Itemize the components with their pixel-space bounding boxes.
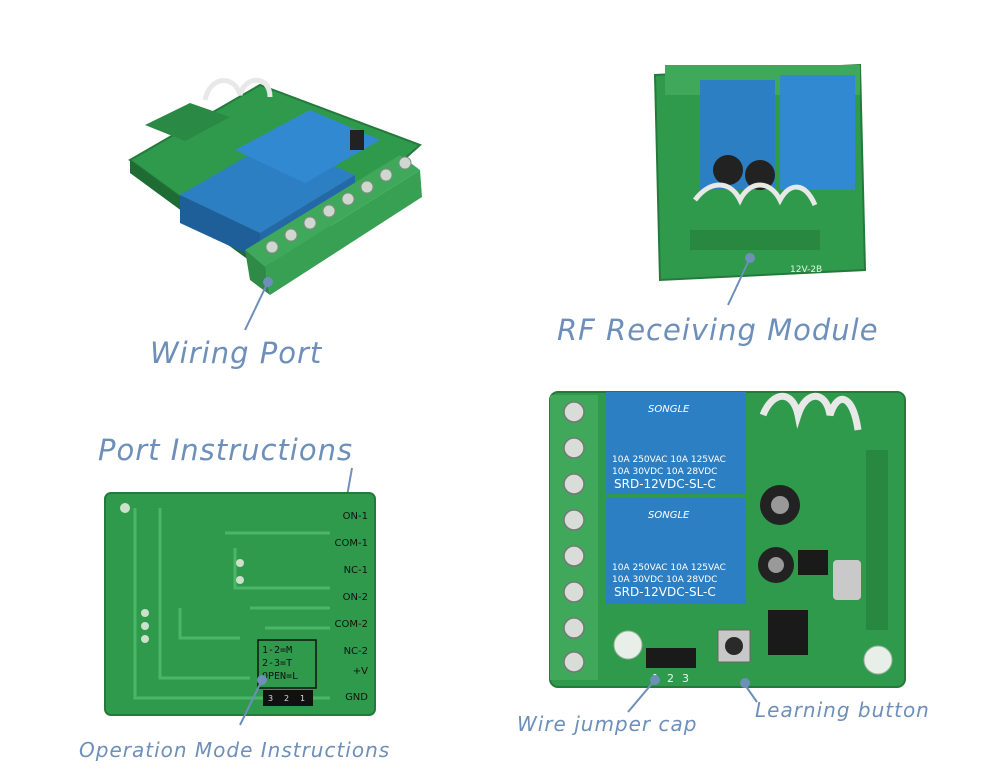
port-on-1: ON-1 [343, 511, 368, 522]
port-plus-v: +V [353, 666, 368, 677]
jumper-pin-2: 2 [667, 672, 674, 685]
mode-pin-1: 1 [300, 694, 305, 703]
top-right-board-photo: 12V-2B [653, 63, 867, 282]
relay-2-rating-1: 10A 250VAC 10A 125VAC [612, 563, 726, 573]
mode-line-1: 1-2=M [262, 645, 292, 656]
relay-1-model: SRD-12VDC-SL-C [614, 477, 716, 491]
operation-mode-label: Operation Mode Instructions [79, 738, 391, 762]
relay-1-rating-2: 10A 30VDC 10A 28VDC [612, 467, 717, 477]
relay-1-brand: SONGLE [648, 404, 690, 415]
mode-pin-3: 3 [268, 694, 273, 703]
wiring-port-label: Wiring Port [150, 336, 323, 370]
bottom-right-board-photo: SONGLE 10A 250VAC 10A 125VAC 10A 30VDC 1… [549, 391, 906, 688]
relay-2-model: SRD-12VDC-SL-C [614, 585, 716, 599]
jumper-pin-3: 3 [682, 672, 689, 685]
rf-module-label: RF Receiving Module [557, 313, 879, 347]
model-code-text: 12V-2B [790, 265, 822, 275]
mode-line-2: 2-3=T [262, 658, 292, 669]
port-nc-2: NC-2 [344, 646, 368, 657]
port-com-2: COM-2 [335, 619, 368, 630]
mode-line-3: OPEN=L [262, 671, 298, 682]
port-instructions-label: Port Instructions [98, 433, 354, 467]
mode-pin-2: 2 [284, 694, 289, 703]
wire-jumper-label: Wire jumper cap [517, 712, 698, 736]
port-gnd: GND [345, 692, 368, 703]
port-on-2: ON-2 [343, 592, 368, 603]
relay-2-brand: SONGLE [648, 510, 690, 521]
port-com-1: COM-1 [335, 538, 368, 549]
relay-1-rating-1: 10A 250VAC 10A 125VAC [612, 455, 726, 465]
port-nc-1: NC-1 [344, 565, 368, 576]
learning-button-label: Learning button [755, 698, 930, 722]
bottom-left-board-photo: 1-2=M 2-3=T OPEN=L 3 2 1 ON-1 COM-1 NC-1… [104, 492, 376, 716]
relay-2-rating-2: 10A 30VDC 10A 28VDC [612, 575, 717, 585]
